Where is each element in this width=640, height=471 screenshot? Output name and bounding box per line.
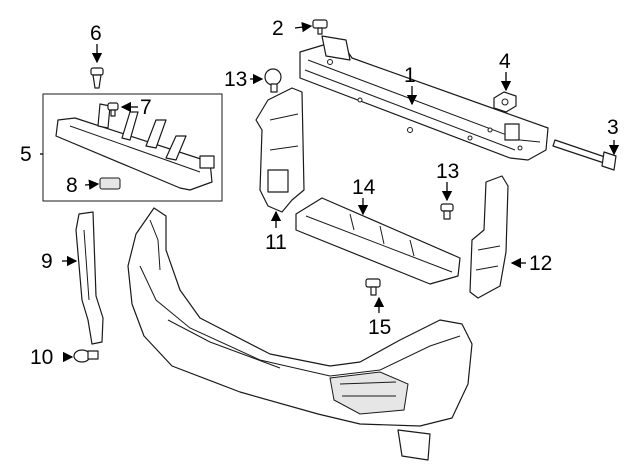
callout-6: 6	[90, 22, 102, 45]
callout-11: 11	[265, 231, 287, 254]
callout-8: 8	[66, 174, 78, 197]
long-bolt-part-3	[552, 139, 617, 171]
right-bracket-part-12	[469, 175, 509, 299]
push-clip-part-13-mid	[440, 203, 454, 220]
push-clip-part-13-top	[264, 68, 282, 93]
bolt-part-15	[365, 278, 381, 296]
nut-part-4	[493, 91, 517, 113]
callout-10: 10	[30, 346, 53, 369]
callout-12: 12	[529, 252, 552, 275]
bolt-part-7	[107, 102, 119, 117]
callout-4: 4	[499, 50, 511, 73]
callout-labels: 1 2 3 4 5 6 7 8 9 10 11 12 13 13 14 15	[20, 17, 619, 369]
lower-absorber-part-14	[295, 197, 461, 285]
absorber-group-box	[42, 93, 223, 202]
callout-2: 2	[272, 17, 284, 40]
callout-13-top: 13	[224, 68, 247, 91]
side-bracket-part-9	[75, 211, 104, 345]
callout-14: 14	[352, 176, 376, 199]
callout-7: 7	[140, 96, 152, 119]
callout-5: 5	[20, 143, 32, 166]
callout-15: 15	[368, 316, 391, 339]
clip-part-10	[73, 349, 99, 363]
callout-3: 3	[607, 116, 619, 139]
bolt-part-2	[312, 19, 328, 35]
left-bracket-part-11	[255, 87, 305, 213]
bumper-cover	[127, 207, 473, 461]
callout-9: 9	[41, 250, 53, 273]
reinforcement-beam	[299, 35, 549, 161]
clip-part-8	[99, 177, 121, 190]
callout-leaders	[40, 21, 620, 363]
clip-part-6	[90, 67, 104, 89]
callout-13-mid: 13	[436, 160, 459, 183]
callout-1: 1	[404, 64, 416, 87]
